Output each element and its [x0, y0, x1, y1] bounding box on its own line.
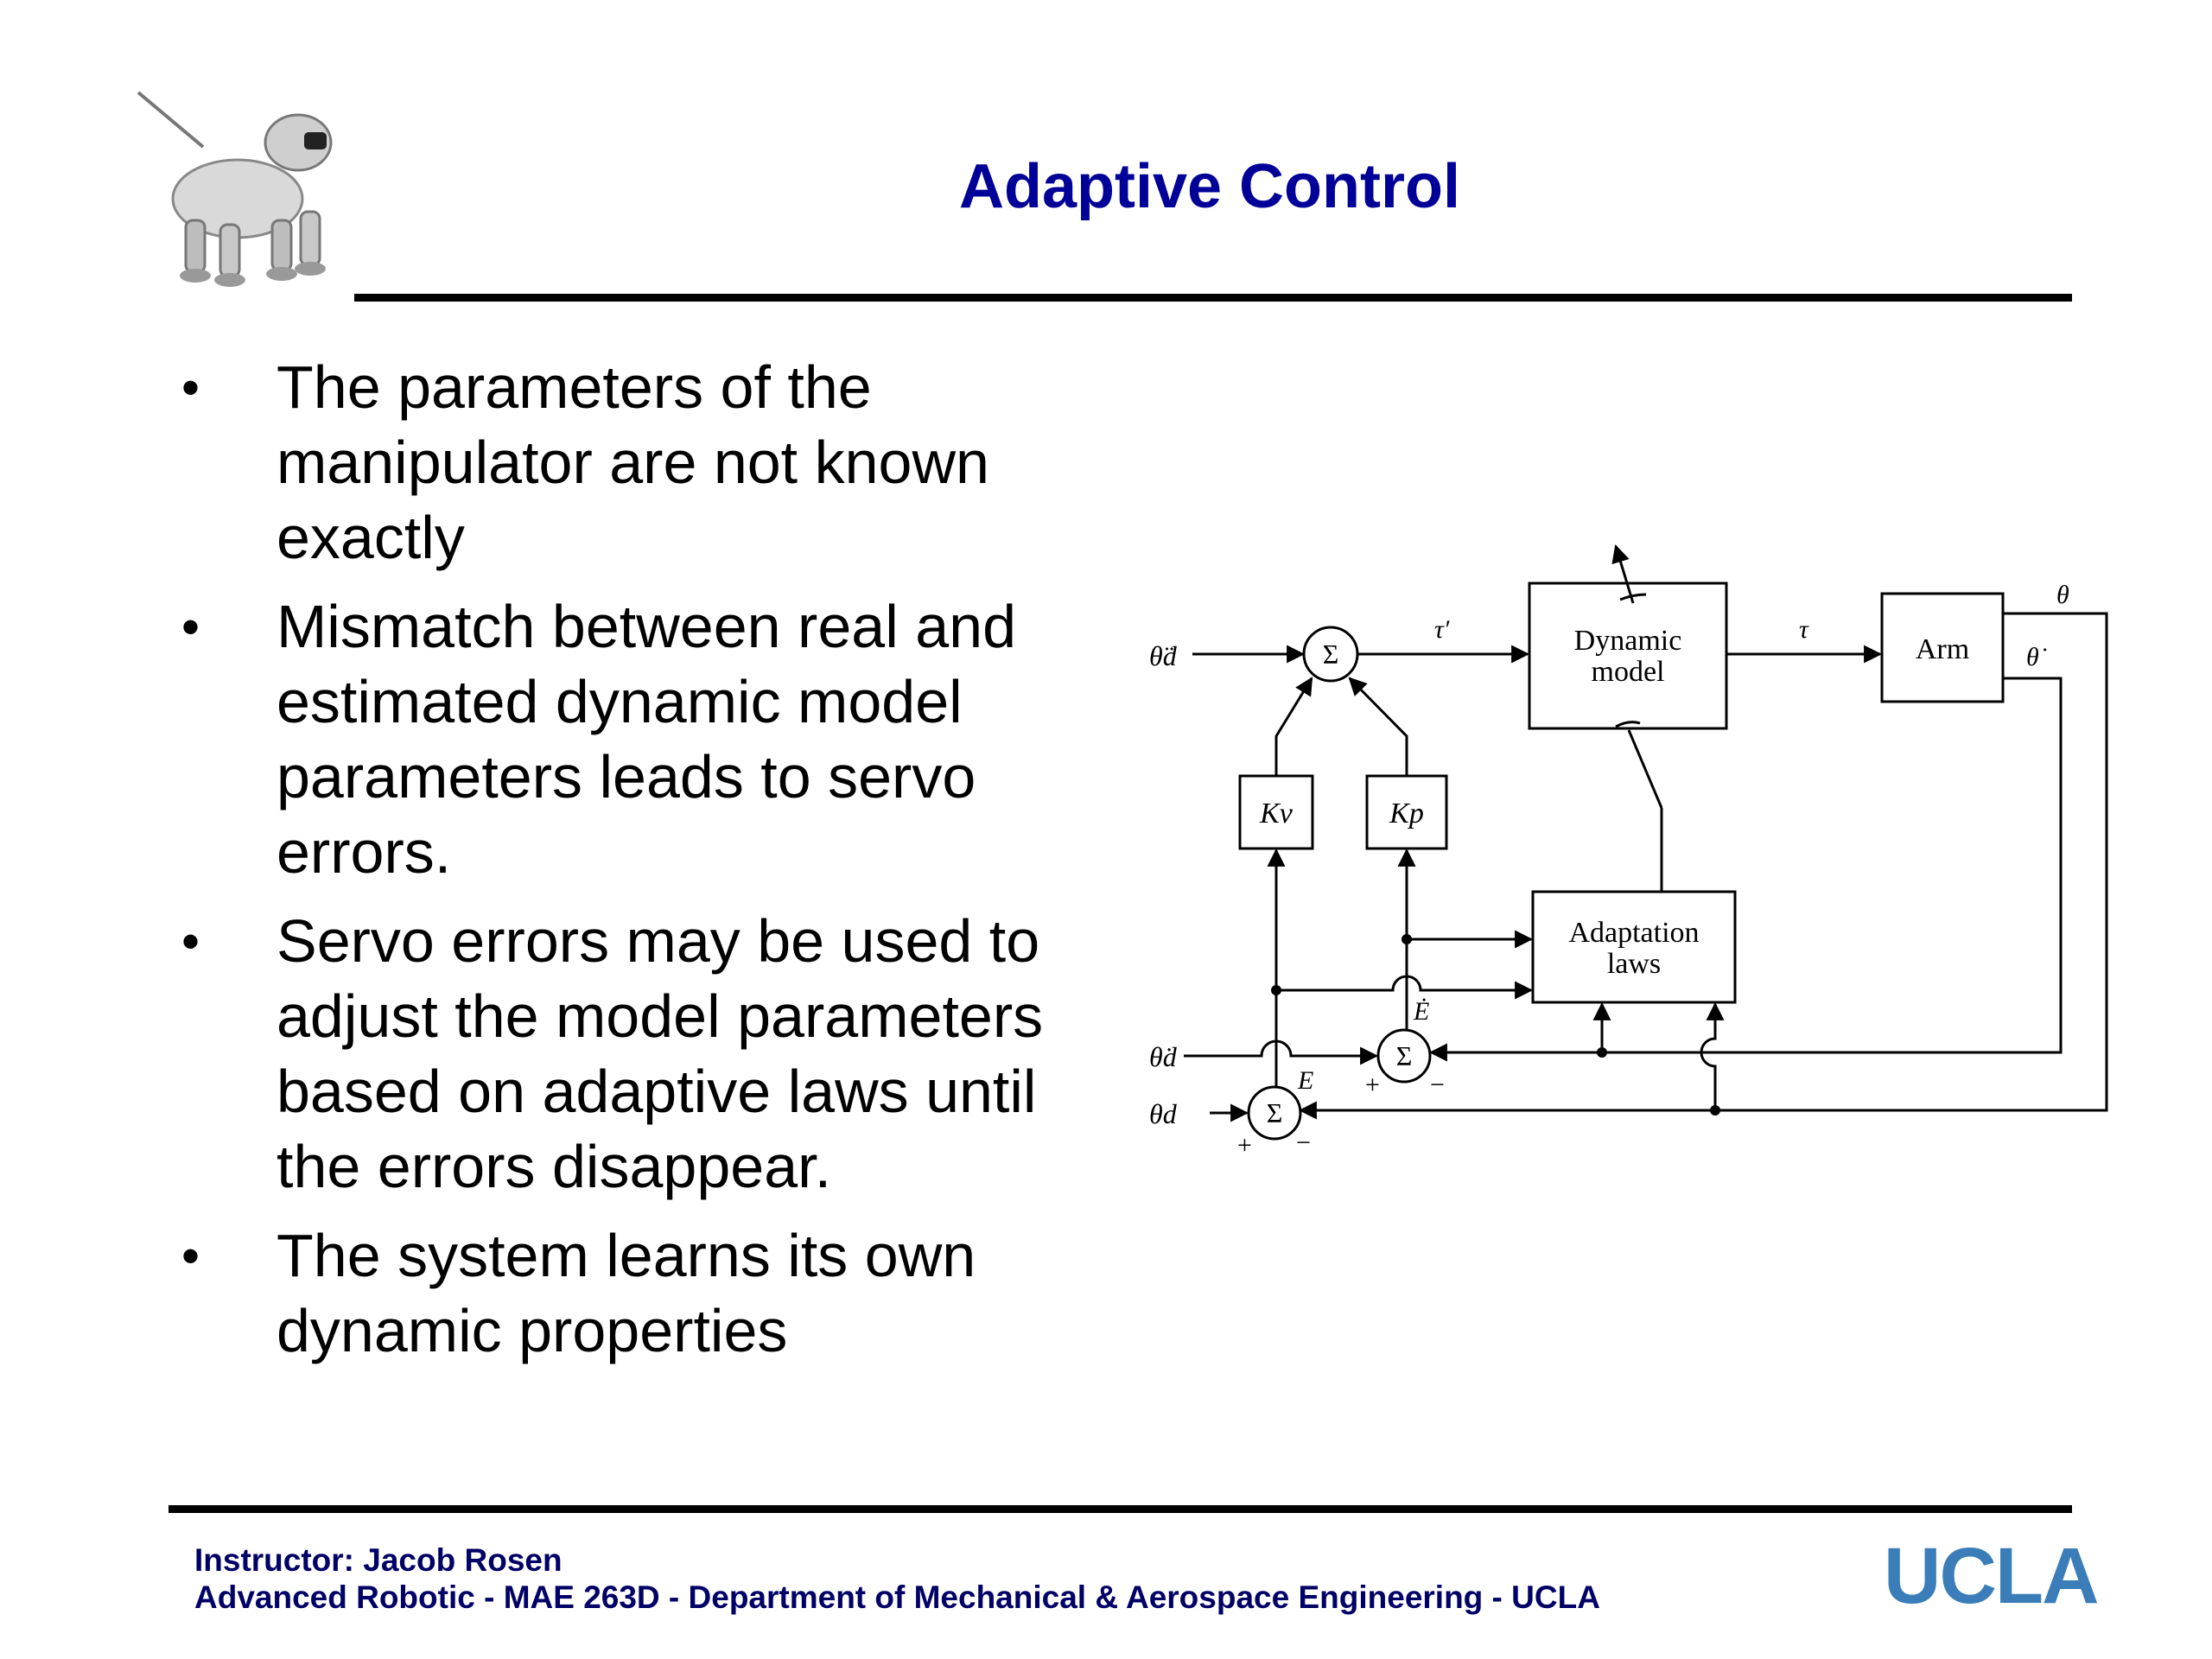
footer-divider	[168, 1505, 2072, 1513]
signal-tau-prime: τ′	[1434, 615, 1450, 644]
signal-tau: τ	[1799, 615, 1809, 644]
adaptation-laws-block	[1531, 890, 1737, 1004]
bullet-text: The parameters of the manipulator are no…	[276, 353, 989, 571]
bullet-text: Servo errors may be used to adjust the m…	[276, 907, 1044, 1200]
signal-e-dot: Ė	[1413, 997, 1429, 1026]
bullet-item: • Mismatch between real and estimated dyn…	[181, 589, 1089, 890]
minus-sign: −	[1296, 1128, 1311, 1157]
sum-symbol: Σ	[1396, 1040, 1413, 1071]
plus-sign: +	[1237, 1131, 1252, 1160]
footer-course: Advanced Robotic - MAE 263D - Department…	[194, 1580, 1600, 1615]
bullet-dot-icon: •	[181, 598, 200, 656]
bullet-text: Mismatch between real and estimated dyna…	[276, 593, 1016, 886]
kp-label: Kp	[1389, 798, 1424, 830]
bullet-dot-icon: •	[181, 359, 200, 416]
dynamic-model-block	[1528, 582, 1728, 730]
bullet-item: • The system learns its own dynamic prope…	[181, 1218, 1089, 1369]
signal-theta: θ	[2056, 581, 2069, 609]
adaptation-laws-label: laws	[1607, 948, 1661, 980]
dynamic-model-label: model	[1592, 656, 1665, 688]
signal-theta-dd-d: θ̈d	[1149, 640, 1178, 671]
kv-label: Kv	[1259, 798, 1294, 830]
arm-label: Arm	[1916, 633, 1969, 665]
ucla-logo: UCLA	[1884, 1532, 2100, 1620]
signal-theta-dot: θ̇	[2026, 643, 2047, 671]
bullet-dot-icon: •	[181, 912, 200, 970]
signal-e: E	[1297, 1066, 1313, 1095]
kp-block	[1365, 774, 1448, 850]
signal-theta-d: θd	[1149, 1098, 1178, 1129]
dynamic-model-label: Dynamic	[1574, 625, 1682, 657]
bullet-item: • Servo errors may be used to adjust the …	[181, 904, 1089, 1205]
adaptation-laws-label: Adaptation	[1568, 917, 1699, 949]
title-divider	[354, 294, 2072, 302]
minus-sign: −	[1430, 1071, 1445, 1099]
bullet-list: • The parameters of the manipulator are n…	[181, 350, 1089, 1382]
bullet-text: The system learns its own dynamic proper…	[276, 1222, 976, 1364]
sum-symbol: Σ	[1267, 1097, 1283, 1128]
sum-symbol: Σ	[1323, 639, 1339, 670]
bullet-item: • The parameters of the manipulator are n…	[181, 350, 1089, 575]
slide-title: Adaptive Control	[958, 152, 1460, 221]
plus-sign: +	[1365, 1071, 1380, 1099]
footer-instructor: Instructor: Jacob Rosen	[194, 1542, 563, 1578]
adaptive-control-block-diagram: Dynamic model Arm Adaptation laws Kv Kp …	[1149, 543, 2108, 1160]
robot-dog-logo-icon	[137, 91, 333, 287]
signal-theta-d-dot: θ̇d	[1149, 1041, 1178, 1072]
bullet-dot-icon: •	[181, 1227, 200, 1285]
